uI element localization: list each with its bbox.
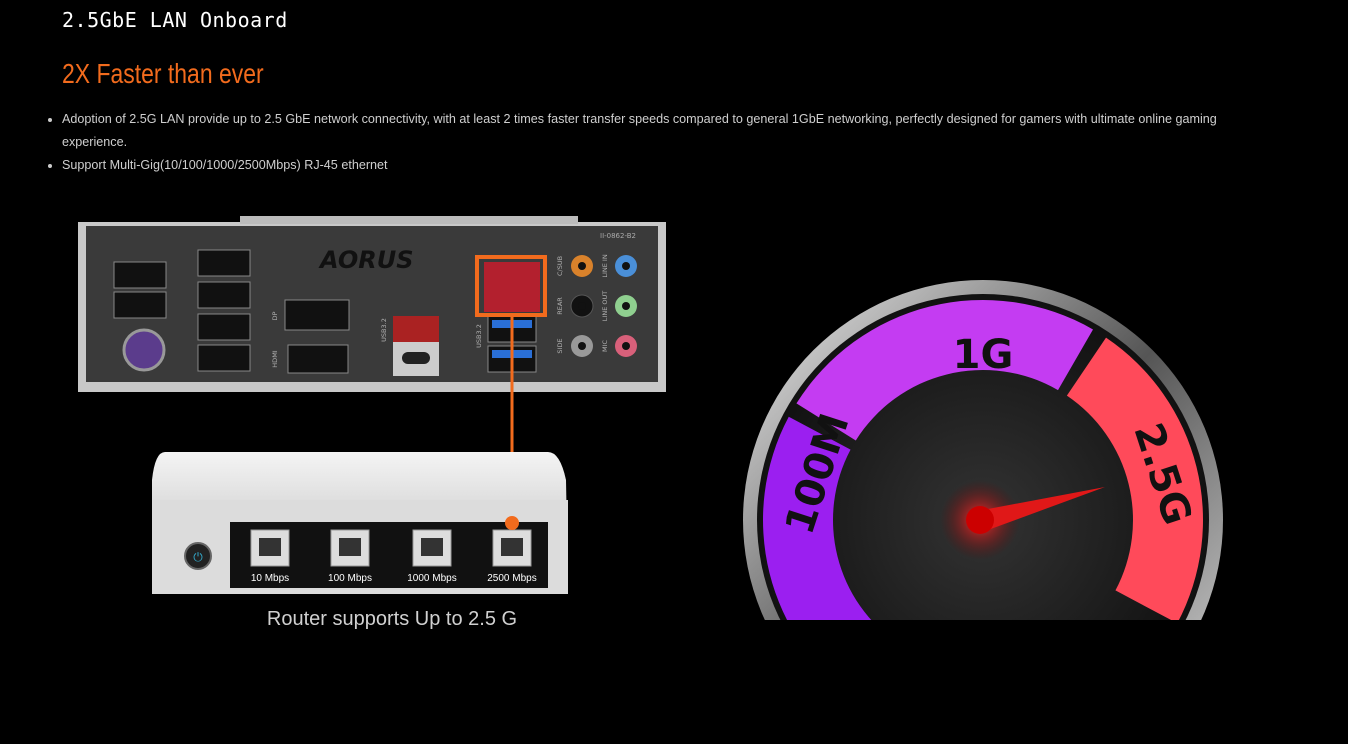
io-panel: AORUS II-0862-B2 DP HDMI USB3.2 USB3.2 C… [78,216,666,392]
gauge-segment-1g [796,300,1093,441]
svg-text:⏻: ⏻ [193,550,203,564]
feature-list: Adoption of 2.5G LAN provide up to 2.5 G… [44,108,1252,177]
gauge-needle [972,487,1105,530]
router-caption: Router supports Up to 2.5 G [266,608,518,630]
headline: 2X Faster than ever [62,58,264,89]
port-label-side: SIDE [556,338,564,353]
aorus-logo: AORUS [318,246,414,274]
port-label-mic: MIC [601,340,609,353]
section-title: 2.5GbE LAN Onboard [62,8,288,32]
port-label-rear: REAR [556,297,564,315]
gauge-label-1g: 1G [953,332,1014,378]
port-label: 2500 Mbps [487,573,536,584]
port-label-hdmi: HDMI [271,350,279,368]
gauge-segment-2-5g [1066,337,1203,624]
port-label-line-out: LINE OUT [601,291,609,321]
model-label: II-0862-B2 [600,232,636,240]
port-label: 10 Mbps [251,573,289,584]
port-label: 100 Mbps [328,573,372,584]
port-label-usb32: USB3.2 [380,318,388,342]
port-label-usb32: USB3.2 [475,324,483,348]
port-label-dp: DP [271,311,279,320]
speed-gauge: 100M 1G 2.5G [740,280,1230,744]
feature-bullet: Adoption of 2.5G LAN provide up to 2.5 G… [62,108,1252,154]
router: ⏻ 10 Mbps 100 Mbps 1000 Mbps 2500 Mbps [152,452,568,594]
port-label: 1000 Mbps [407,573,456,584]
port-label-csub: C/SUB [556,256,564,276]
port-label-line-in: LINE IN [601,254,609,277]
feature-bullet: Support Multi-Gig(10/100/1000/2500Mbps) … [62,154,1252,177]
power-icon [184,542,212,570]
